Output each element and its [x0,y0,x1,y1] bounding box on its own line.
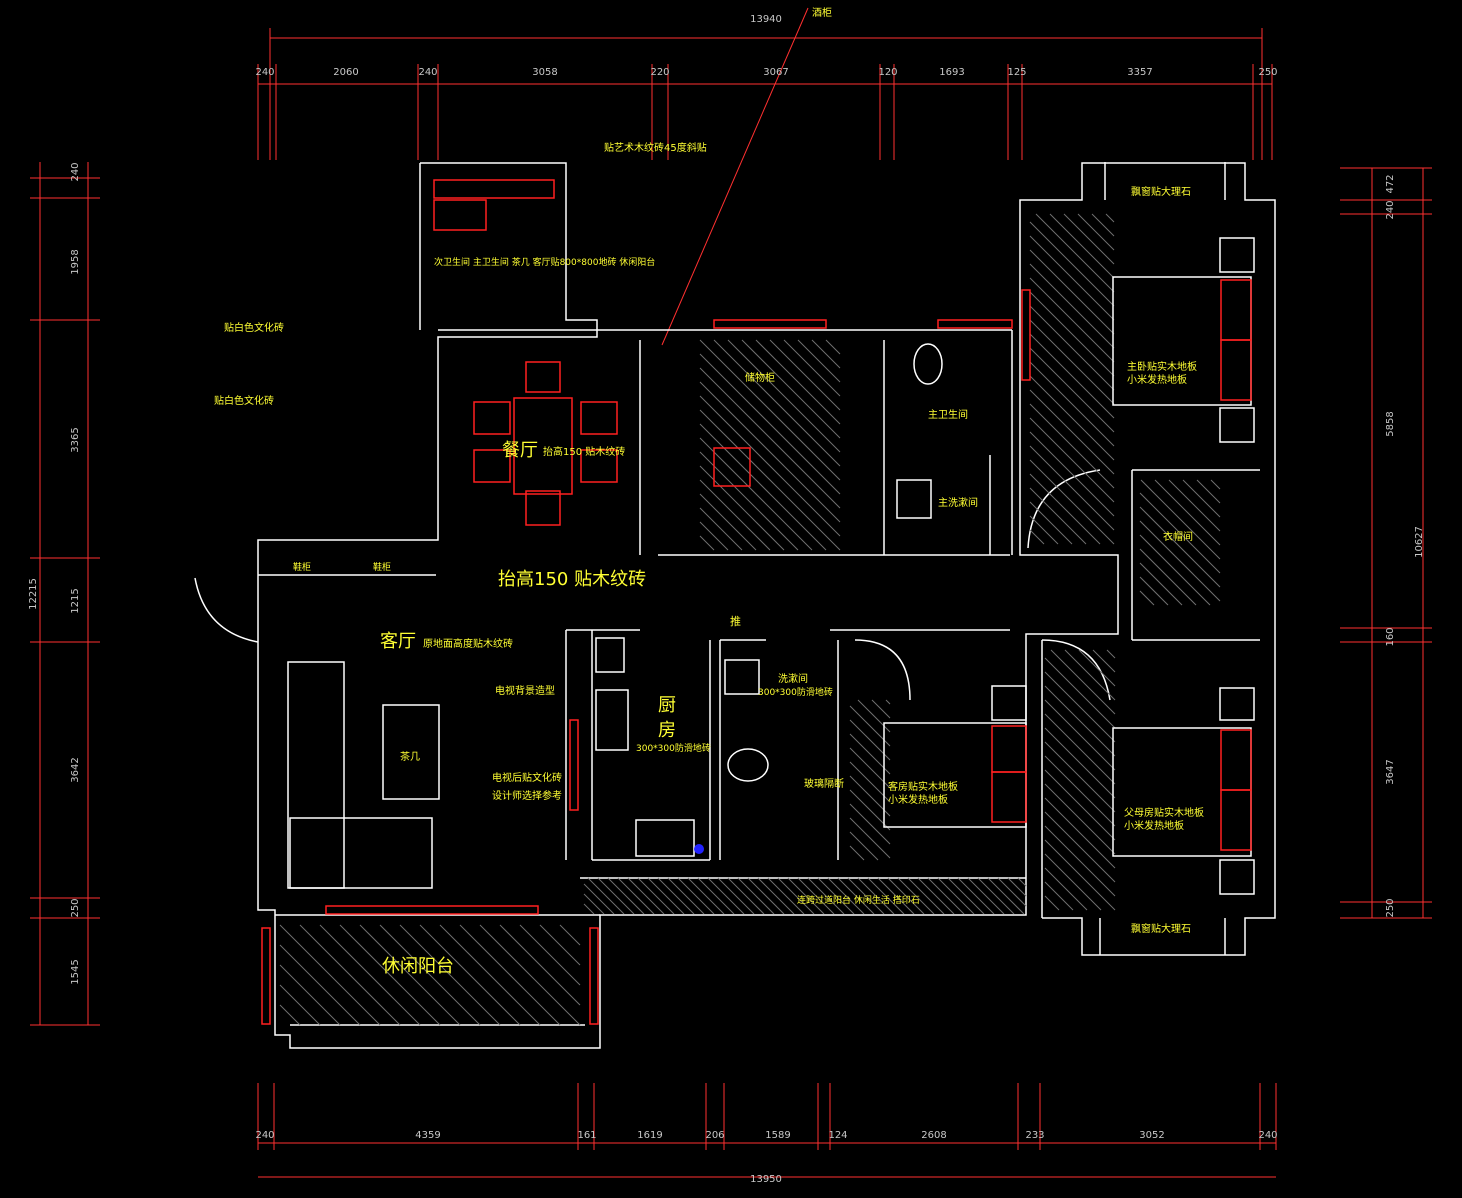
label-dining: 餐厅 [502,440,538,461]
label-laundry: 洗漱间 [778,672,808,685]
dimension-bottom-9: 3052 [1139,1130,1164,1141]
label-tv-background: 电视背景造型 [495,684,555,697]
label-guest-bed-2: 小米发热地板 [888,793,948,806]
dimension-left-3: 1215 [70,588,81,613]
dimension-left-5: 250 [70,898,81,917]
label-white-tile-1: 贴白色文化砖 [224,321,284,334]
dimension-top-7: 1693 [939,67,964,78]
dimension-left-1: 1958 [70,249,81,274]
dimension-bottom-2: 161 [577,1130,596,1141]
label-master-bed-1: 主卧贴实木地板 [1127,360,1197,373]
dimension-right-5: 250 [1385,898,1396,917]
dimension-bottom-7: 2608 [921,1130,946,1141]
label-master-bath: 主卫生间 [928,408,968,421]
label-coffee-table: 茶几 [400,750,420,763]
dimension-top-6: 120 [878,67,897,78]
dimension-bottom-total: 13950 [750,1174,782,1185]
dimension-top-4: 220 [650,67,669,78]
dimension-right-total: 10627 [1414,526,1425,558]
label-bay-window-top: 飘窗贴大理石 [1131,185,1191,198]
dimension-right-3: 160 [1385,627,1396,646]
label-shoe-cabinet-1: 鞋柜 [293,561,311,573]
closet-floor [1139,479,1221,606]
label-living-note: 原地面高度贴木纹砖 [423,637,513,650]
label-bath-note: 次卫生间 主卫生间 茶几 客厅贴800*800地砖 休闲阳台 [434,256,655,268]
dimension-bottom-6: 124 [828,1130,847,1141]
dimension-right-1: 240 [1385,200,1396,219]
dimension-top-2: 240 [418,67,437,78]
label-dining-note: 抬高150 贴木纹砖 [543,445,625,458]
dimension-top-total: 13940 [750,14,782,25]
label-raise-note: 抬高150 贴木纹砖 [498,569,646,590]
dimension-lines [39,7,1424,1178]
label-shoe-cabinet-2: 鞋柜 [373,561,391,573]
dimension-top-1: 2060 [333,67,358,78]
dimension-bottom-10: 240 [1258,1130,1277,1141]
label-bay-window-bottom: 飘窗贴大理石 [1131,922,1191,935]
dimension-bottom-5: 1589 [765,1130,790,1141]
label-push: 推 [730,614,741,628]
balcony-floor [279,924,581,1026]
dimension-right-0: 472 [1385,174,1396,193]
label-closet: 衣帽间 [1163,530,1193,543]
dimension-top-5: 3067 [763,67,788,78]
label-art-tile: 贴艺术木纹砖45度斜贴 [604,141,707,154]
dimension-right-2: 5858 [1385,411,1396,436]
label-storage: 储物柜 [745,371,775,384]
dimension-right-4: 3647 [1385,759,1396,784]
label-leisure-balcony: 休闲阳台 [382,956,454,977]
dimension-left-0: 240 [70,162,81,181]
label-kitchen-1: 厨 [658,695,676,716]
label-master-wash: 主洗漱间 [938,496,978,509]
label-tv-wall-2: 设计师选择参考 [492,789,562,802]
label-guest-bed-1: 客房贴实木地板 [888,780,958,793]
balcony-strip-floor [583,877,1027,915]
dimension-left-total: 12215 [28,578,39,610]
dimension-top-8: 125 [1007,67,1026,78]
master-bed-floor [1029,213,1115,545]
label-laundry-note: 300*300防滑地砖 [758,686,833,698]
drain-marker [694,844,704,854]
dimension-bottom-3: 1619 [637,1130,662,1141]
label-parent-bed-2: 小米发热地板 [1124,819,1184,832]
label-living: 客厅 [380,631,416,652]
dimension-bottom-4: 206 [705,1130,724,1141]
label-kitchen-2: 房 [658,720,676,741]
dimension-bottom-8: 233 [1025,1130,1044,1141]
label-white-tile-2: 贴白色文化砖 [214,394,274,407]
floor-hatching [279,213,1221,1026]
dimension-top-0: 240 [255,67,274,78]
dimension-top-3: 3058 [532,67,557,78]
label-parent-bed-1: 父母房贴实木地板 [1124,806,1204,819]
parent-bed-floor [1044,649,1116,911]
dimension-bottom-0: 240 [255,1130,274,1141]
dimension-top-10: 250 [1258,67,1277,78]
furniture [261,179,1255,1025]
label-balcony-strip: 连跨过道阳台 休闲生活 搭印石 [797,894,920,906]
label-kitchen-note: 300*300防滑地砖 [636,742,711,754]
label-tv-wall-1: 电视后贴文化砖 [492,771,562,784]
label-master-bed-2: 小米发热地板 [1127,373,1187,386]
wardrobe-floor [699,339,841,551]
label-glass-partition: 玻璃隔断 [804,777,844,790]
dimension-left-2: 3365 [70,427,81,452]
dimension-left-6: 1545 [70,959,81,984]
dimension-bottom-1: 4359 [415,1130,440,1141]
dimension-top-9: 3357 [1127,67,1152,78]
dimension-left-4: 3642 [70,757,81,782]
label-wine-cabinet: 酒柜 [812,6,832,19]
